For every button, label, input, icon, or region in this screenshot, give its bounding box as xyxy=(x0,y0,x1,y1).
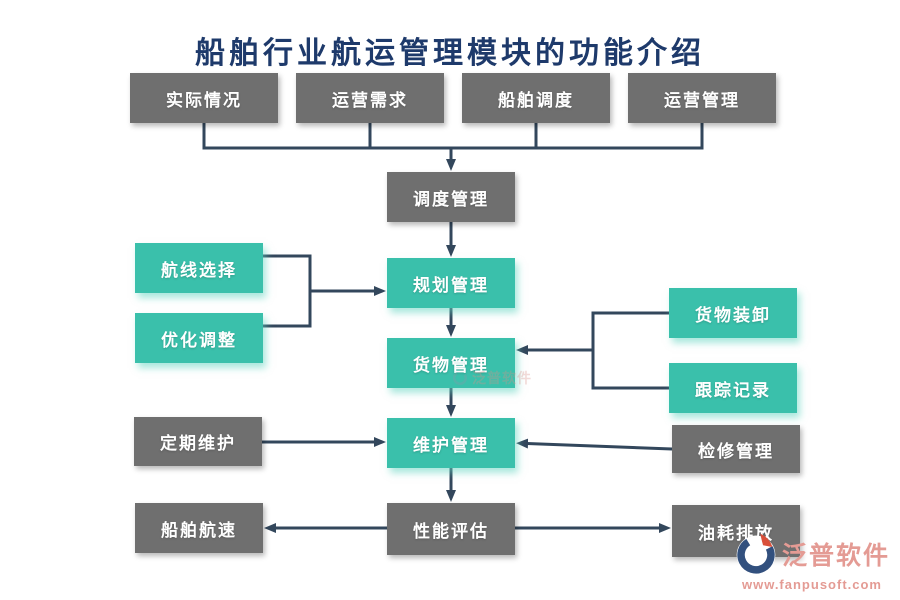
watermark: 泛普软件 xyxy=(452,368,532,388)
node-label: 运营需求 xyxy=(332,90,408,110)
node-dispatch-management: 调度管理 xyxy=(387,172,515,222)
node-label: 优化调整 xyxy=(161,330,237,350)
watermark-text: 泛普软件 xyxy=(472,370,532,386)
arrow-overhaul-to-maintenance xyxy=(516,438,673,451)
node-label: 航线选择 xyxy=(161,260,237,280)
node-label: 维护管理 xyxy=(413,435,489,455)
node-cargo-management: 货物管理 xyxy=(387,338,515,388)
brand-name: 泛普软件 xyxy=(781,542,890,570)
node-performance-evaluation: 性能评估 xyxy=(387,503,515,555)
node-label: 调度管理 xyxy=(413,189,489,209)
node-overhaul-management: 检修管理 xyxy=(672,425,800,473)
node-operation-demand: 运营需求 xyxy=(296,73,444,123)
node-label: 运营管理 xyxy=(664,90,740,110)
node-label: 货物管理 xyxy=(413,355,489,375)
node-label: 性能评估 xyxy=(413,521,489,541)
node-fuel-emission: 油耗排放 xyxy=(672,505,800,557)
node-label: 定期维护 xyxy=(160,434,236,453)
watermark-logo-icon xyxy=(452,370,468,386)
page-title: 船舶行业航运管理模块的功能介绍 xyxy=(195,37,705,70)
node-tracking-record: 跟踪记录 xyxy=(669,363,797,413)
node-label: 船舶航速 xyxy=(161,520,237,540)
connector-right-bracket xyxy=(591,311,669,390)
brand-url: www.fanpusoft.com xyxy=(741,577,882,592)
connector-left-bracket xyxy=(263,254,312,328)
brand-block: 泛普软件 www.fanpusoft.com xyxy=(734,532,890,592)
node-planning-management: 规划管理 xyxy=(387,258,515,308)
node-maintenance-management: 维护管理 xyxy=(387,418,515,468)
node-actual-situation: 实际情况 xyxy=(130,73,278,123)
node-periodic-maintenance: 定期维护 xyxy=(134,417,262,466)
node-label: 跟踪记录 xyxy=(695,380,771,400)
node-label: 检修管理 xyxy=(698,441,774,461)
node-cargo-loading: 货物装卸 xyxy=(669,288,797,338)
node-label: 实际情况 xyxy=(166,90,242,110)
node-operation-management: 运营管理 xyxy=(628,73,776,123)
node-label: 货物装卸 xyxy=(695,305,771,325)
node-ship-speed: 船舶航速 xyxy=(135,503,263,553)
connector-top-bracket xyxy=(202,123,704,150)
node-label: 船舶调度 xyxy=(498,90,574,110)
node-optimization-adjustment: 优化调整 xyxy=(135,313,263,363)
fanpu-logo-icon xyxy=(736,533,776,575)
node-label: 规划管理 xyxy=(413,275,489,295)
node-ship-dispatch: 船舶调度 xyxy=(462,73,610,123)
node-route-selection: 航线选择 xyxy=(135,243,263,293)
